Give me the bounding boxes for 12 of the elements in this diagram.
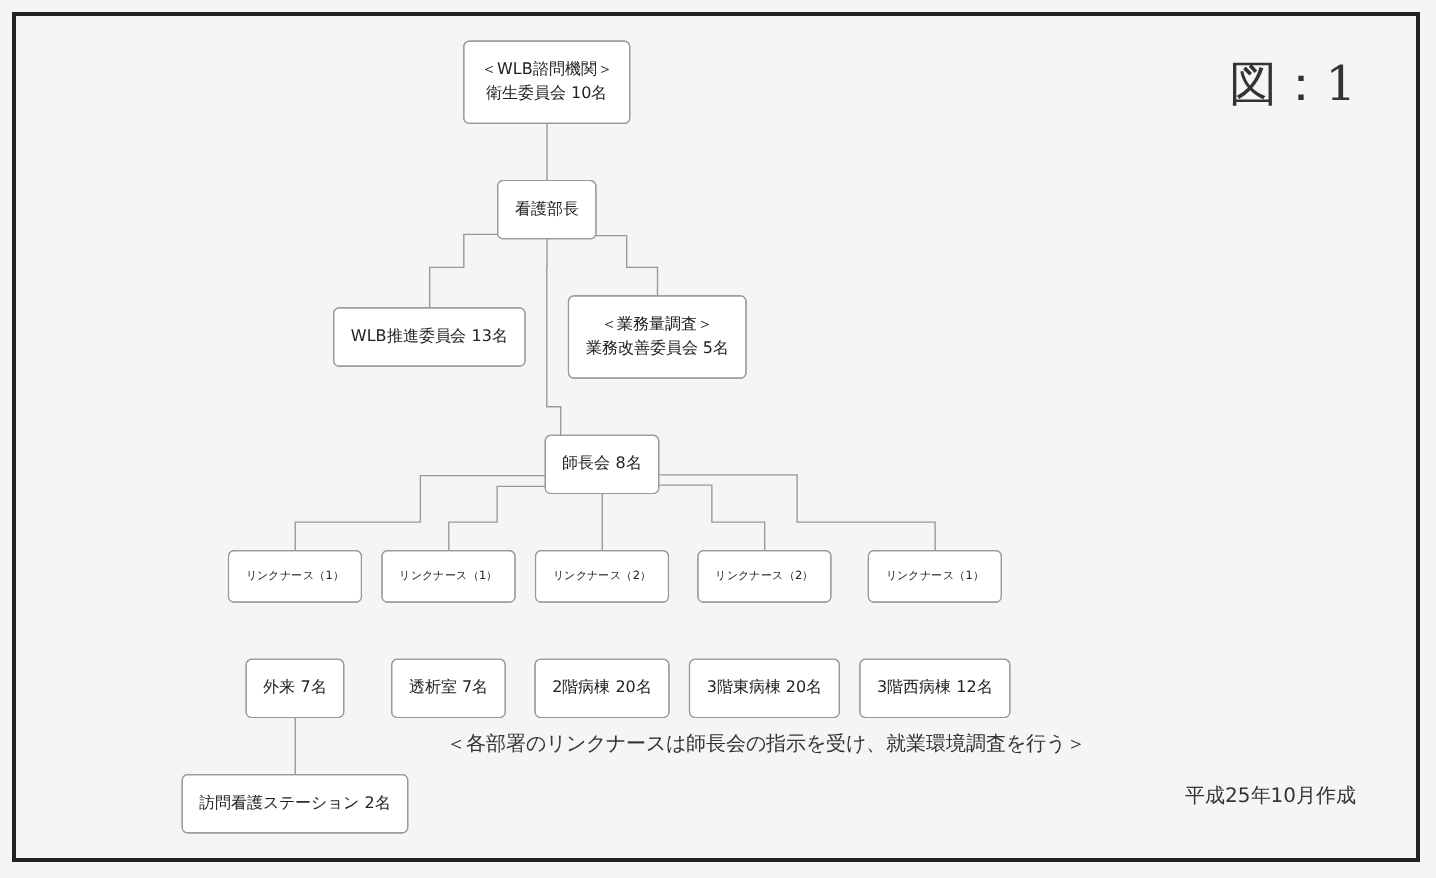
connector — [658, 474, 937, 552]
connector — [658, 484, 766, 552]
connector — [546, 123, 549, 182]
connector — [601, 493, 604, 552]
connector — [294, 474, 547, 552]
connector — [448, 485, 547, 552]
connector — [595, 235, 659, 298]
connector — [294, 717, 297, 776]
connector — [428, 233, 499, 310]
date-note: 平成25年10月作成 — [1185, 783, 1356, 810]
figure-number: 図：1 — [1229, 54, 1356, 116]
note-text: ＜各部署のリンクナースは師長会の指示を受け、就業環境調査を行う＞ — [446, 734, 1086, 756]
